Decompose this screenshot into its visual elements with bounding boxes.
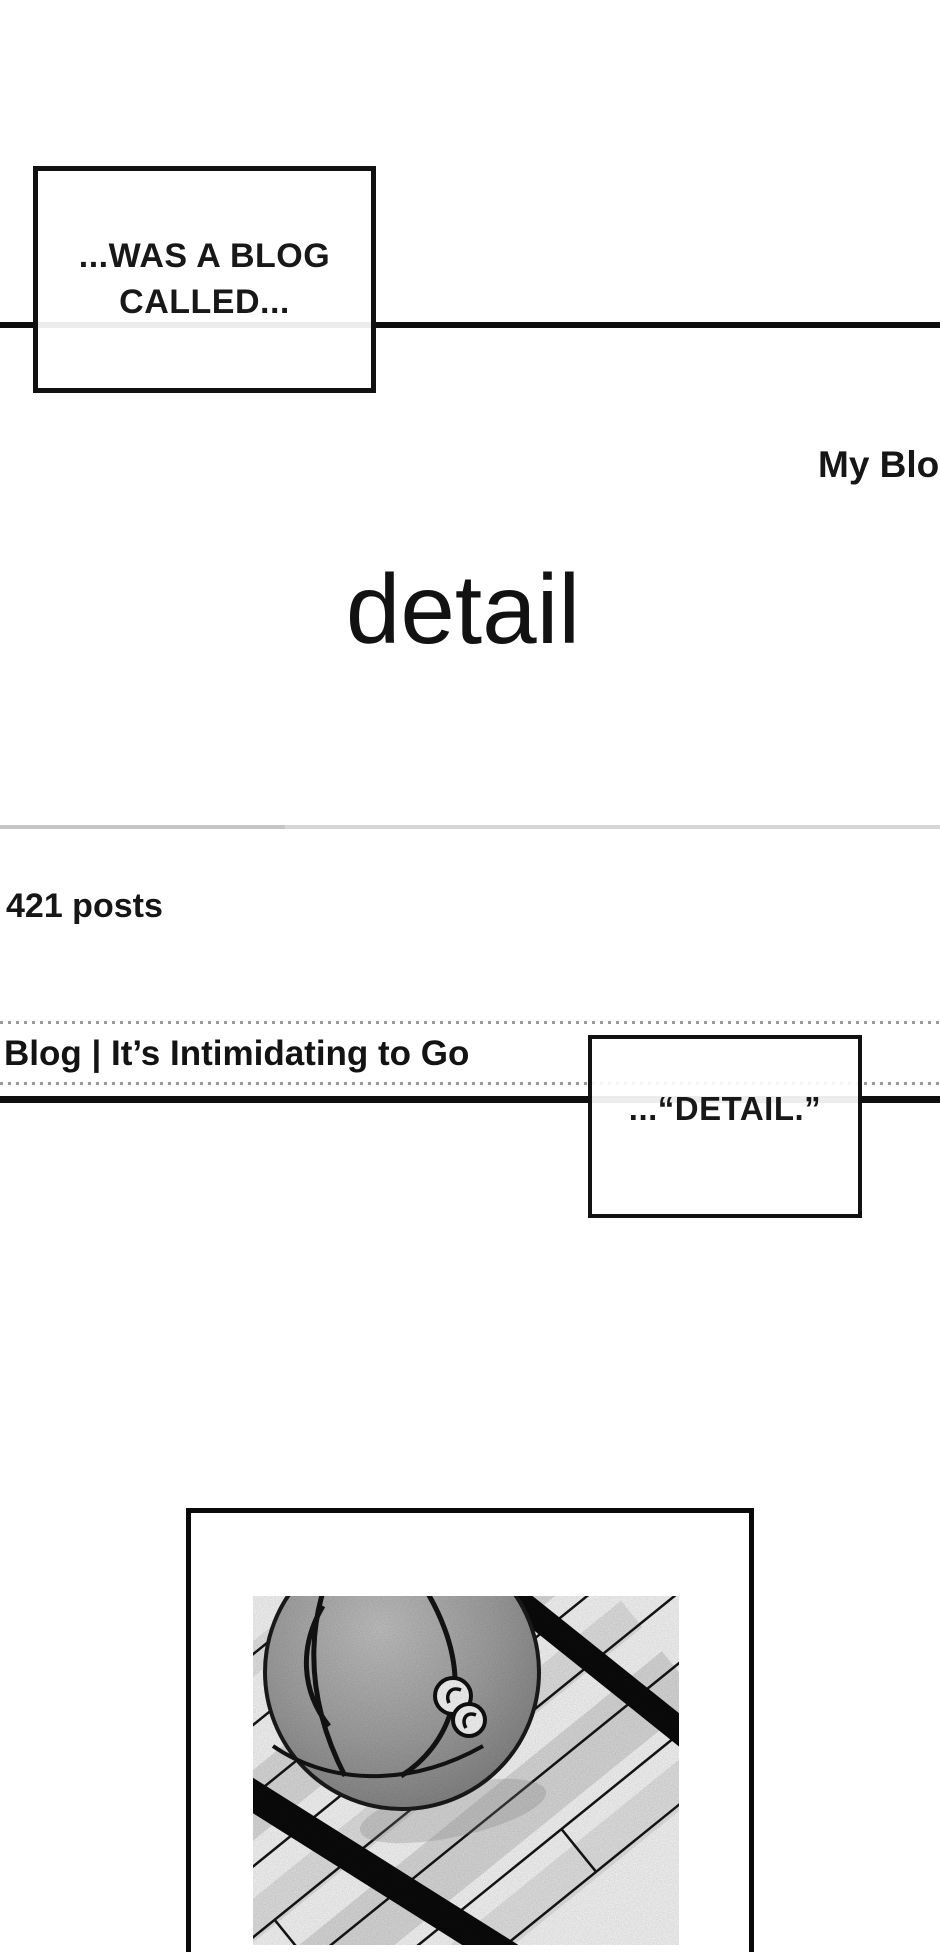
basketball-court-sketch	[253, 1596, 679, 1945]
speech-box-1-line-1: ...WAS A BLOG	[78, 236, 331, 275]
post-title-link[interactable]: Blog | It’s Intimidating to Go	[4, 1034, 470, 1073]
blog-name-heading: detail	[345, 554, 581, 664]
dotted-divider-below-title	[0, 1082, 940, 1085]
speech-box-detail: ...“DETAIL.”	[588, 1035, 862, 1218]
speech-box-1-line-2: CALLED...	[119, 282, 290, 321]
comic-panel	[186, 1508, 754, 1952]
speech-box-2-text: ...“DETAIL.”	[628, 1089, 822, 1127]
divider-line-bottom	[0, 1096, 940, 1103]
dotted-divider-above-title	[0, 1021, 940, 1024]
divider-line-gray	[0, 825, 940, 829]
divider-line-gray-left-segment	[0, 825, 285, 829]
site-title-link[interactable]: My Blog	[818, 444, 940, 485]
post-count-label: 421 posts	[6, 887, 163, 925]
speech-box-was-a-blog: ...WAS A BLOG CALLED...	[33, 166, 376, 393]
speech-box-1-text: ...WAS A BLOG CALLED...	[79, 234, 330, 326]
divider-line-top	[0, 322, 940, 328]
